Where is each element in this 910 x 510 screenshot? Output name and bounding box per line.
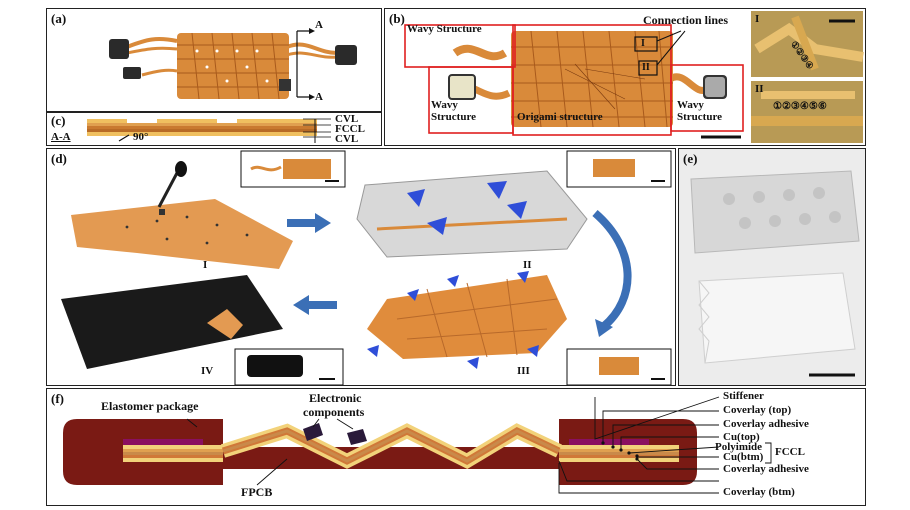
step-label-IV: IV [201,365,214,377]
label-stiffener: Stiffener [723,390,764,402]
label-coverlay-top: Coverlay (top) [723,404,792,416]
label-connection-lines: Connection lines [643,13,729,27]
label-fpcb: FPCB [241,485,273,499]
panel-a-photo [109,28,357,100]
panel-e: (e) [678,148,866,386]
section-mark-bottom: A [315,91,323,103]
label-cu-top: Cu(top) [723,431,760,443]
label-origami: Origami structure [517,111,603,123]
panel-d: (d) [46,148,676,386]
label-coverlay-adhesive-top: Coverlay adhesive [723,418,809,430]
label-coverlay-btm: Coverlay (btm) [723,486,795,498]
section-label: A-A [51,131,71,143]
angle-label: 90° [133,131,149,143]
label-fccl: FCCL [775,446,805,458]
layer-label-cvl-top: CVL [335,113,359,125]
panel-c: (c) A-A 90° CVL FCCL CVL [46,112,382,146]
inset-I-label: I [755,13,760,25]
label-electronic-2: components [303,405,365,419]
label-wavy-left-1: Wavy [431,99,458,111]
panel-d-process [61,150,672,385]
panel-e-photo [679,149,865,385]
label-wavy-top: Wavy Structure [407,23,482,35]
step-label-III: III [517,365,530,377]
panel-b-label: (b) [389,11,405,26]
box-label-II: II [642,62,650,73]
label-electronic-1: Electronic [309,391,362,405]
label-polyimide: Polyimide [715,441,763,453]
label-wavy-left-2: Structure [431,111,477,123]
panel-a: (a) A A [46,8,382,112]
box-label-I: I [641,38,645,49]
inset-II-numbers: ①②③④⑤⑥ [773,101,827,112]
layer-label-cvl-bottom: CVL [335,133,359,145]
panel-d-label: (d) [51,151,67,166]
panel-c-cross-section [87,118,331,143]
label-coverlay-adhesive-btm: Coverlay adhesive [723,463,809,475]
layer-label-fccl: FCCL [335,123,365,135]
panel-a-label: (a) [51,11,67,26]
inset-II-label: II [755,83,764,95]
panel-b-photo [404,11,864,143]
label-elastomer: Elastomer package [101,399,199,413]
step-label-I: I [203,259,208,271]
section-mark-top: A [315,19,323,31]
panel-c-label: (c) [51,113,66,128]
label-wavy-right-2: Structure [677,111,723,123]
panel-f: (f) [46,388,866,506]
label-wavy-right-1: Wavy [677,99,704,111]
panel-f-schematic [63,396,772,494]
panel-e-label: (e) [683,151,698,166]
label-cu-btm: Cu(btm) [723,451,764,463]
panel-b: (b) [384,8,866,146]
step-label-II: II [523,259,532,271]
panel-f-label: (f) [51,391,64,406]
